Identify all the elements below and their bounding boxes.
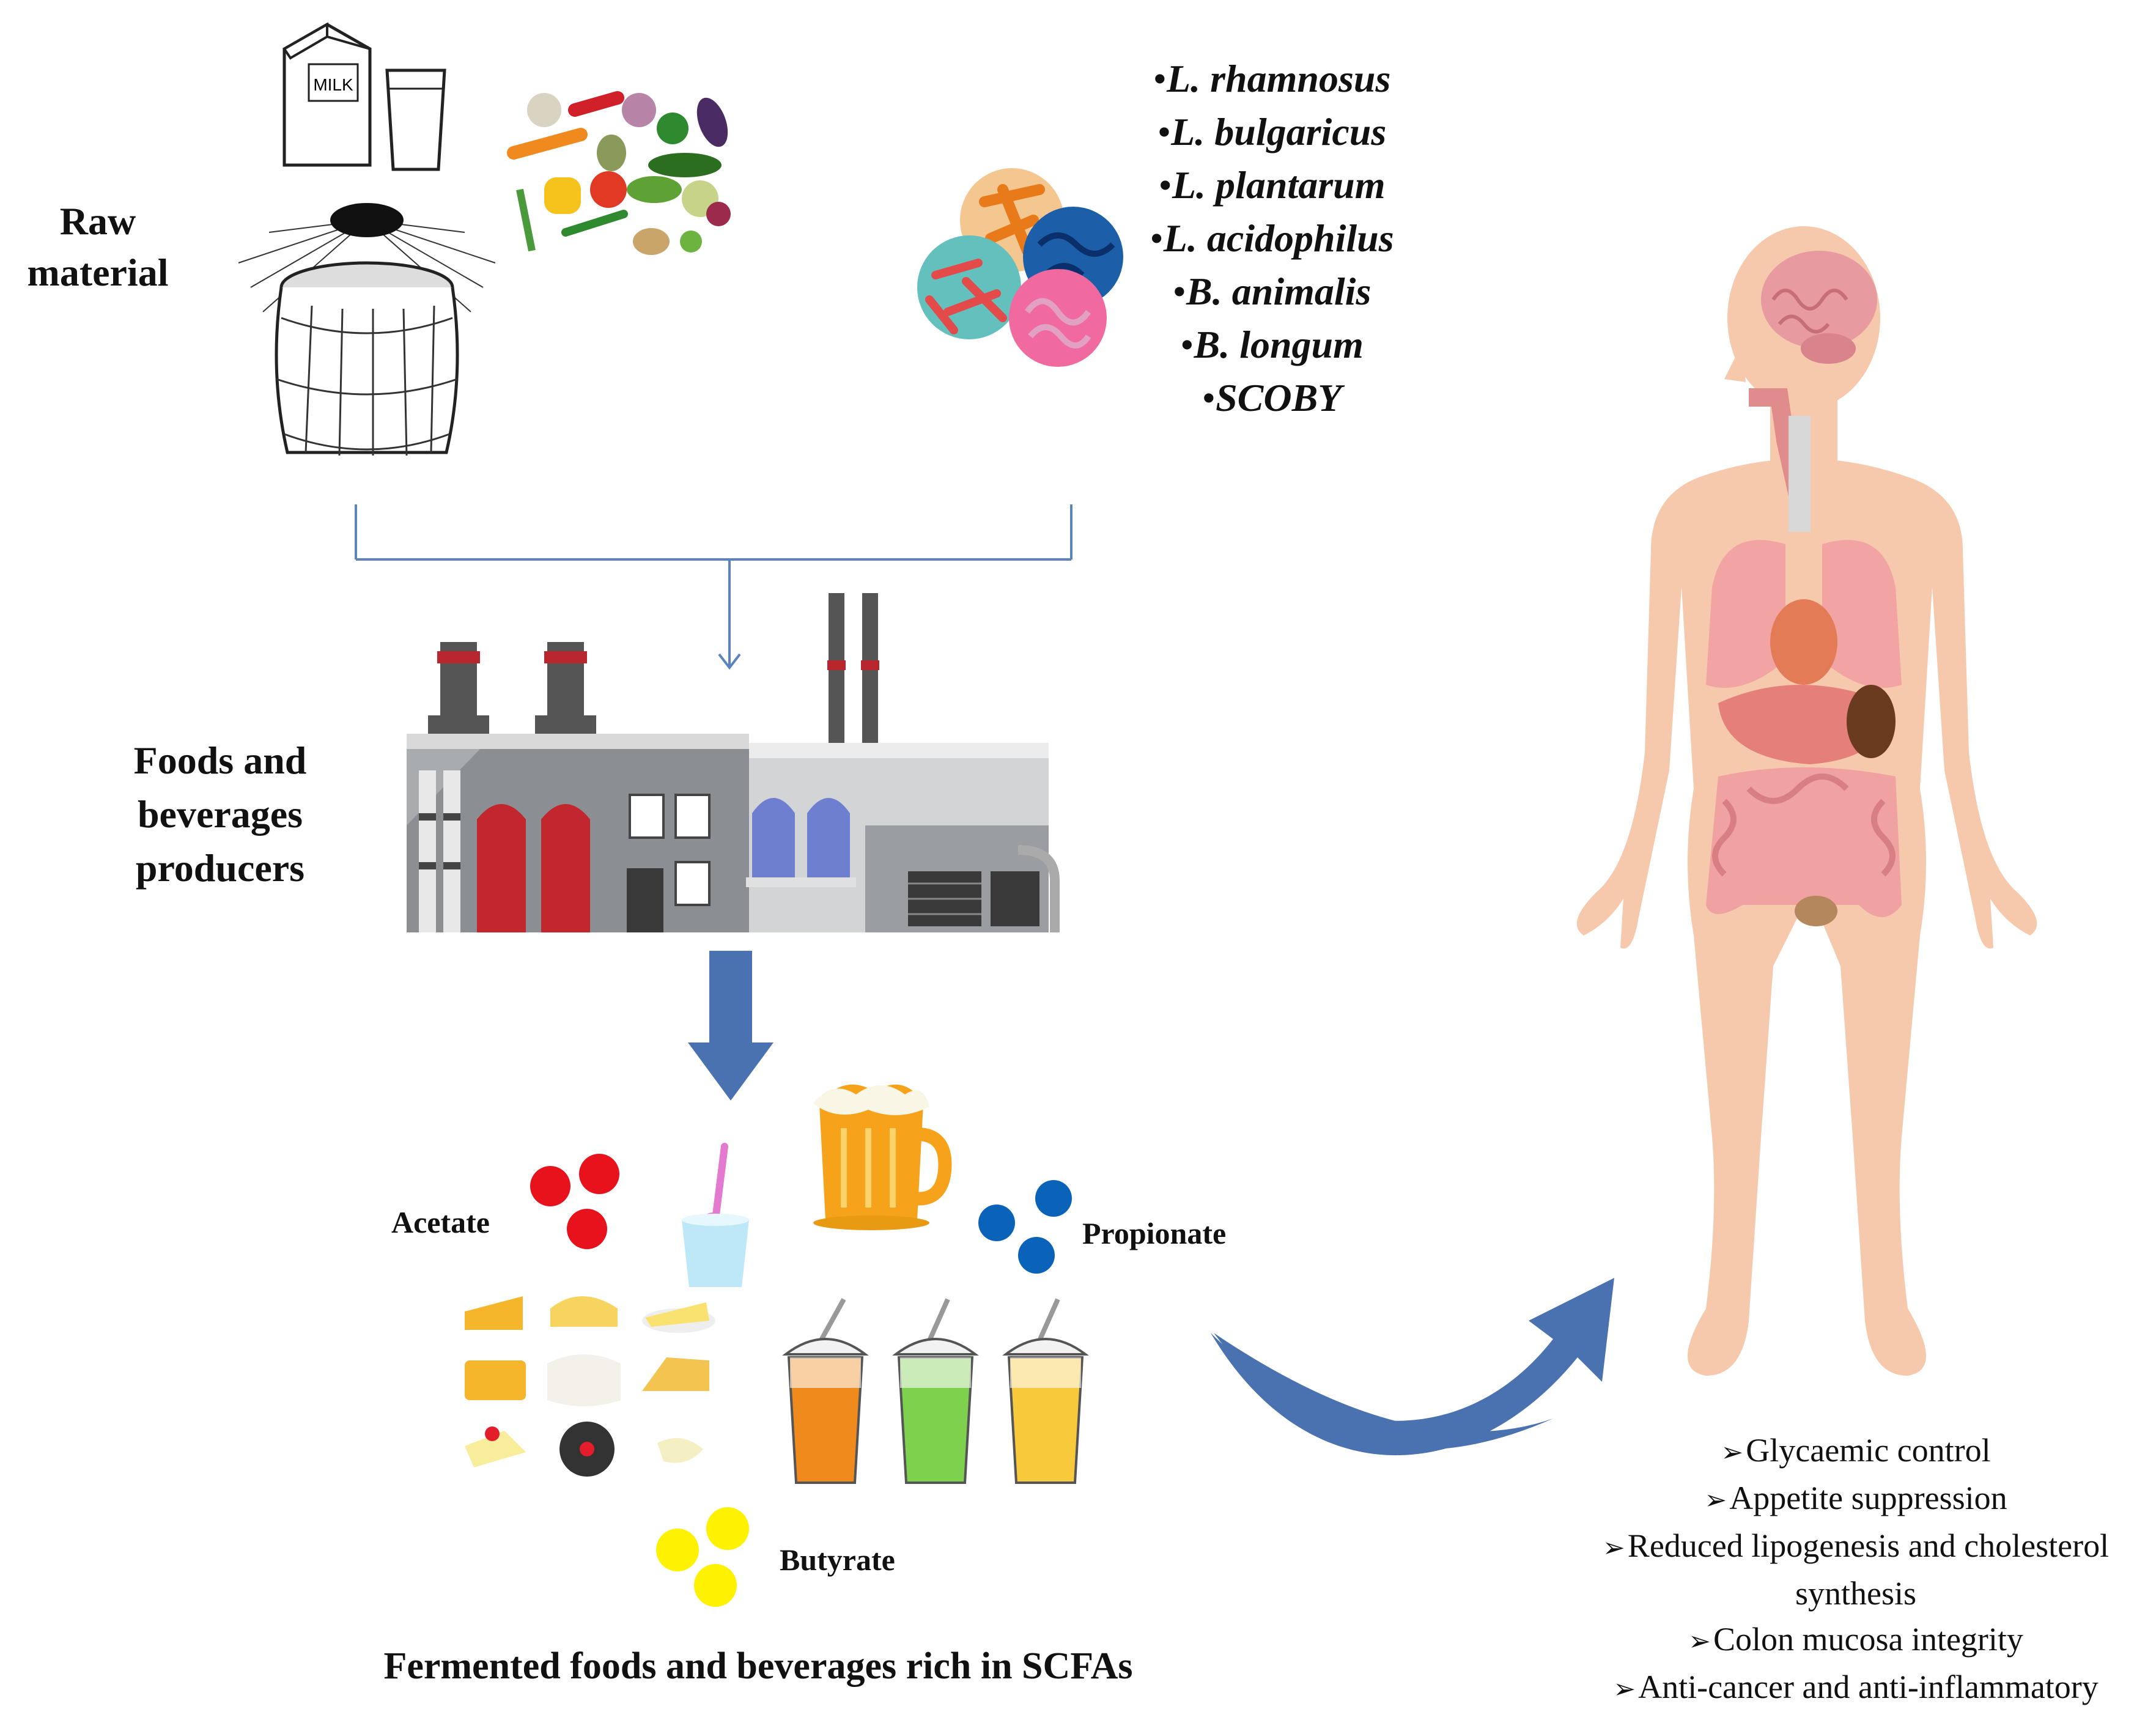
benefit-text: Glycaemic control xyxy=(1746,1432,1991,1469)
microorganism-species-list: •L. rhamnosus•L. bulgaricus•L. plantarum… xyxy=(1101,52,1443,424)
propionate-label: Propionate xyxy=(1082,1216,1227,1250)
species-name: L. plantarum xyxy=(1172,163,1386,207)
benefit-item: ➢Colon mucosa integrity xyxy=(1553,1617,2156,1664)
benefit-item: ➢Anti-cancer and anti-inflammatory xyxy=(1553,1664,2156,1712)
raw-material-label: Raw material xyxy=(6,196,190,298)
yogurt-cup-icon xyxy=(682,1143,749,1287)
species-name: L. rhamnosus xyxy=(1167,57,1391,100)
benefit-text: Reduced lipogenesis and cholesterol synt… xyxy=(1627,1527,2110,1612)
factory-icon xyxy=(407,593,1060,932)
benefit-arrow-icon: ➢ xyxy=(1688,1626,1711,1656)
milk-carton-text: MILK xyxy=(313,75,353,94)
species-item: •SCOBY xyxy=(1101,371,1443,424)
milk-carton-icon: MILK xyxy=(282,22,372,167)
raw-material-label-line2: material xyxy=(27,251,169,294)
producers-label-line1: Foods and xyxy=(133,739,307,782)
species-name: B. longum xyxy=(1194,323,1364,366)
species-name: L. acidophilus xyxy=(1163,216,1394,260)
propionate-molecule-icon xyxy=(978,1180,1072,1274)
species-name: SCOBY xyxy=(1216,376,1342,419)
raw-material-label-line1: Raw xyxy=(59,199,136,243)
milk-glass-icon xyxy=(385,68,446,171)
species-bullet: • xyxy=(1180,323,1194,366)
species-bullet: • xyxy=(1172,270,1187,313)
down-arrow-icon xyxy=(688,951,773,1101)
acetate-label: Acetate xyxy=(391,1205,490,1239)
species-bullet: • xyxy=(1150,216,1164,260)
species-item: •L. plantarum xyxy=(1101,158,1443,212)
benefit-text: Colon mucosa integrity xyxy=(1713,1621,2023,1658)
butyrate-label: Butyrate xyxy=(780,1543,895,1577)
species-bullet: • xyxy=(1153,57,1167,100)
microbes-icon xyxy=(917,168,1123,367)
species-item: •L. bulgaricus xyxy=(1101,105,1443,158)
beer-mug-icon xyxy=(813,1084,952,1230)
producers-label-line2: beverages xyxy=(137,792,303,836)
species-bullet: • xyxy=(1158,163,1172,207)
benefit-text: Appetite suppression xyxy=(1729,1480,2007,1516)
species-item: •L. rhamnosus xyxy=(1101,52,1443,105)
benefit-arrow-icon: ➢ xyxy=(1602,1533,1625,1563)
butyrate-molecule-icon xyxy=(656,1507,749,1607)
species-bullet: • xyxy=(1157,110,1172,153)
species-item: •B. animalis xyxy=(1101,265,1443,318)
curved-arrow-icon xyxy=(1211,1278,1614,1456)
benefit-text: Anti-cancer and anti-inflammatory xyxy=(1638,1669,2099,1705)
species-name: B. animalis xyxy=(1186,270,1371,313)
fermented-foods-caption: Fermented foods and beverages rich in SC… xyxy=(383,1645,1133,1687)
benefit-arrow-icon: ➢ xyxy=(1721,1437,1744,1467)
species-item: •B. longum xyxy=(1101,318,1443,371)
producers-label-line3: producers xyxy=(135,846,305,890)
cheese-assortment-icon xyxy=(465,1296,715,1477)
juice-cups-icon xyxy=(782,1298,1089,1484)
species-bullet: • xyxy=(1202,376,1216,419)
human-body-icon xyxy=(1576,226,2037,1376)
benefit-item: ➢Reduced lipogenesis and cholesterol syn… xyxy=(1553,1523,2156,1617)
acetate-molecule-icon xyxy=(530,1154,619,1249)
species-item: •L. acidophilus xyxy=(1101,212,1443,265)
benefit-item: ➢Appetite suppression xyxy=(1553,1475,2156,1523)
benefit-item: ➢Glycaemic control xyxy=(1553,1428,2156,1475)
benefit-arrow-icon: ➢ xyxy=(1704,1485,1727,1515)
vegetables-icon xyxy=(507,91,731,255)
benefit-arrow-icon: ➢ xyxy=(1613,1674,1636,1704)
barrel-icon xyxy=(238,203,496,456)
producers-label: Foods and beverages producers xyxy=(104,734,336,895)
species-name: L. bulgaricus xyxy=(1171,110,1387,153)
health-benefits-list: ➢Glycaemic control➢Appetite suppression➢… xyxy=(1553,1428,2156,1712)
